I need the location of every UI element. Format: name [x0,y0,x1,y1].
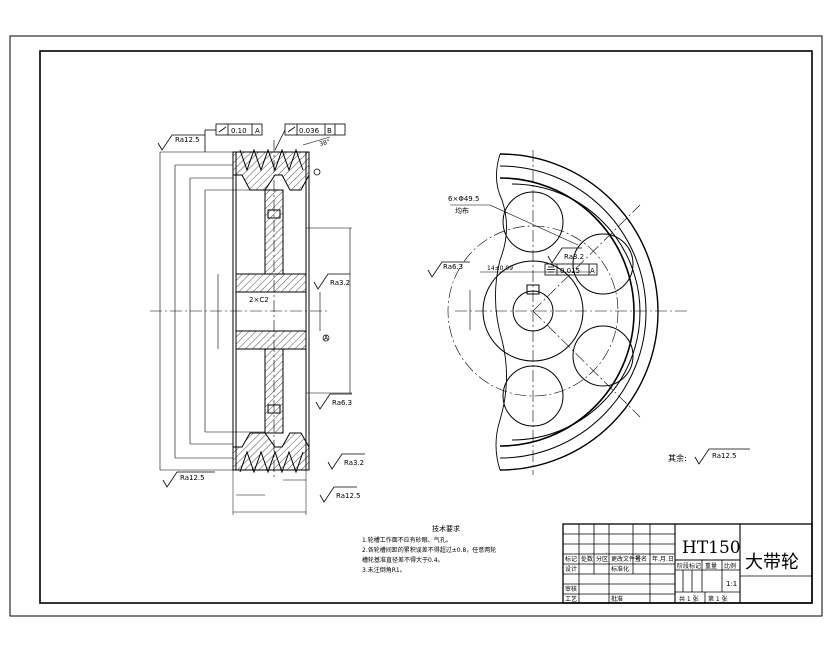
symmetry-datum: A [590,267,595,275]
groove-angle-mark [302,136,331,146]
scale-value: 1:1 [726,580,737,588]
approve-label: 批准 [611,595,623,603]
roughness-groove: Ra3.2 [344,459,364,467]
title-block [562,523,813,604]
runout-arrow-icon [218,126,227,133]
tech-req-heading: 技术要求 [432,524,460,533]
roughness-icon-side [427,261,470,278]
roughness-icon-bottom-left [162,471,215,488]
hub-lower [235,330,307,350]
holes-note: 均布 [455,206,469,215]
std-label: 标准化 [611,565,629,573]
tech-req-item-1: 1.轮槽工作面不应有砂眼、气孔。 [362,536,452,544]
bore [235,291,307,332]
circular-runout-arrow-icon [287,126,296,133]
outer-frame [9,35,823,617]
zone-label: 分区 [596,555,608,563]
key-width-dim: 14±0.09 [487,265,513,272]
tech-req-item-2: 2.各轮槽间距的累积误差不得超过±0.8，任意两轮 [362,546,496,554]
symmetry-value: 0.015 [560,267,580,275]
roughness-icon-keyway [547,247,582,264]
roughness-keyway: Ra3.2 [564,253,584,261]
rest-roughness: Ra12.5 [712,452,737,460]
roughness-bottom-left: Ra12.5 [180,474,205,482]
roughness-icon-hub [315,393,352,410]
groove-teeth-top [239,148,304,172]
weight-label: 重量 [705,562,717,570]
side-view [447,150,690,475]
roughness-side: Ra6.3 [443,263,463,271]
datum-a-letter: A [324,335,329,342]
circular-runout-value: 0.036 [299,127,320,135]
stage-label: 阶段标记 [677,562,701,570]
symmetry-frame [544,263,598,276]
datum-b-circle [313,168,321,176]
sign-label: 签名 [635,555,647,563]
roughness-icon-rest [694,448,750,465]
inner-frame [39,50,813,604]
tech-req-item-3: 槽轮基准直径差不得大于0.4。 [362,556,444,564]
roughness-icon-top-left [157,134,205,151]
process-label: 工艺 [565,595,577,603]
tech-req-item-4: 3.未注倒角R1。 [362,566,406,574]
roughness-top-left: Ra12.5 [175,136,200,144]
circular-runout-datum: B [327,127,332,135]
roughness-bottom-right: Ra12.5 [336,492,361,500]
section-view [150,140,352,515]
date-label: 年.月.日 [652,555,674,563]
groove-teeth-bottom [239,450,304,474]
sheets-total: 共 1 张 [679,595,699,603]
design-label: 设计 [565,565,577,573]
count-label: 处数 [581,555,593,563]
runout-value: 0.10 [231,127,247,135]
chamfer-note: 2×C2 [249,296,269,304]
roughness-icon-bore [313,273,350,290]
rest-label: 其余: [668,453,687,463]
roughness-icon-bottom-right [319,486,357,503]
sheet-number: 第 1 张 [708,595,728,603]
roughness-icon-groove [327,453,365,470]
runout-datum: A [255,127,260,135]
part-name: 大带轮 [745,552,799,573]
groove-angle-text: 38° [319,138,331,148]
hub-upper [235,273,307,293]
doc-label: 更改文件号 [611,555,641,563]
roughness-hub: Ra6.3 [332,399,352,407]
runout-frame [204,123,263,152]
circular-runout-frame [274,123,346,151]
review-label: 审核 [565,585,577,593]
holes-callout: 6×Φ49.5 [448,195,479,203]
roughness-bore: Ra3.2 [330,279,350,287]
material-text: HT150 [682,538,741,558]
scale-label: 比例 [724,562,736,570]
datum-a-circle [322,334,330,342]
mark-label: 标记 [565,555,577,563]
